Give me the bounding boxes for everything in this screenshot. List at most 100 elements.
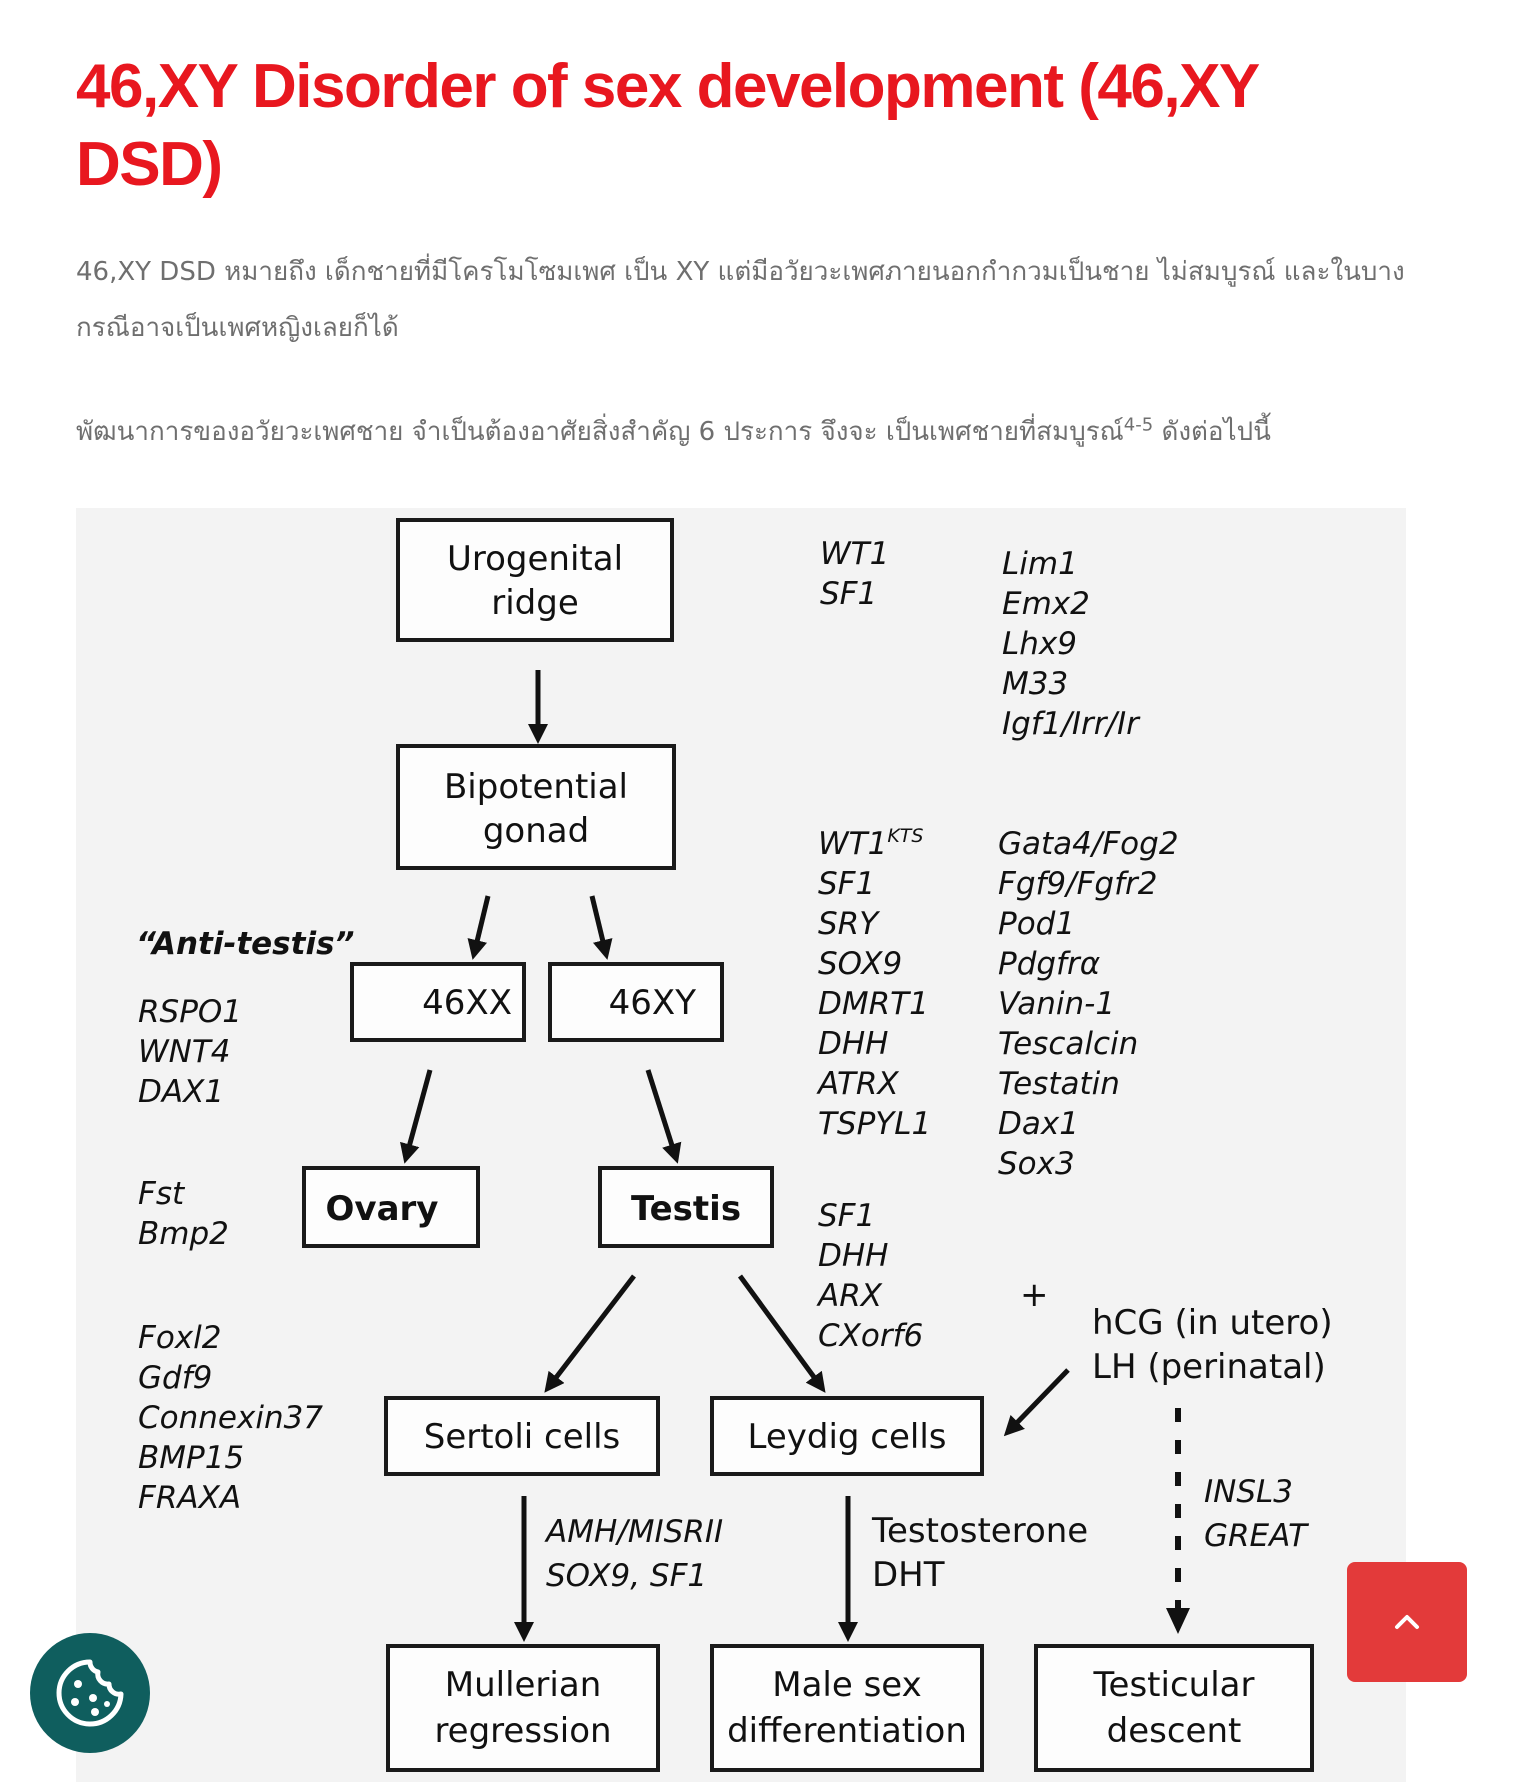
46xx-box — [350, 962, 526, 1042]
arrow-testis-to-leydig — [737, 1274, 826, 1393]
reference-superscript: 4-5 — [1123, 414, 1154, 436]
gene-bipotential-b: Gata4/Fog2 — [998, 826, 1179, 862]
arrow-46xy-to-testis — [645, 1069, 682, 1164]
gene-ovary-lower: Gdf9 — [138, 1360, 212, 1396]
gene-ridge-b: Lhx9 — [1002, 626, 1077, 662]
male-sex-differentiation-label: Male sex — [772, 1665, 922, 1705]
gene-bipotential-b: Sox3 — [998, 1146, 1075, 1182]
gene-bipotential-b: Fgf9/Fgfr2 — [998, 866, 1157, 902]
sex-development-diagram: Urogenital ridge Bipotential gonad 46XX … — [76, 508, 1406, 1782]
dashed-arrow-head — [1166, 1608, 1190, 1634]
testicular-descent-label-2: descent — [1107, 1711, 1242, 1751]
development-paragraph-tail: ดังต่อไปนี้ — [1153, 417, 1271, 447]
gene-bipotential-a: SRY — [818, 906, 880, 942]
testicular-descent-label: Testicular — [1093, 1665, 1255, 1705]
gene-ovary: Fst — [138, 1176, 186, 1212]
gene-ovary: Bmp2 — [138, 1216, 229, 1252]
gene-bipotential-b: Pdgfrα — [998, 946, 1100, 982]
gene-ridge-b: M33 — [1002, 666, 1068, 702]
mullerian-regression-box — [386, 1644, 660, 1772]
testis-box — [598, 1166, 774, 1248]
gene-ridge-b: Igf1/Irr/Ir — [1002, 706, 1141, 742]
gene-bipotential-b: Vanin-1 — [998, 986, 1115, 1022]
sertoli-cells-box — [384, 1396, 660, 1476]
gene-bipotential-a: ATRX — [816, 1066, 899, 1102]
urogenital-ridge-box — [396, 518, 674, 642]
dht-label: DHT — [872, 1555, 945, 1595]
gene-leydig-output: GREAT — [1204, 1518, 1309, 1554]
gene-bipotential-b: Testatin — [998, 1066, 1120, 1102]
arrow-testis-to-sertoli — [544, 1274, 636, 1393]
male-sex-differentiation-label-2: differentiation — [727, 1711, 967, 1751]
intro-paragraph: 46,XY DSD หมายถึง เด็กชายที่มีโครโมโซมเพ… — [76, 257, 1405, 343]
gene-anti-testis: RSPO1 — [138, 994, 242, 1030]
gene-leydig-output: INSL3 — [1204, 1474, 1293, 1510]
gene-testis: SF1 — [818, 1198, 875, 1234]
gene-ovary-lower: Connexin37 — [138, 1400, 323, 1436]
scroll-to-top-button[interactable] — [1347, 1562, 1467, 1682]
bipotential-gonad-label-2: gonad — [483, 811, 589, 851]
urogenital-ridge-label-2: ridge — [491, 583, 579, 623]
gene-ridge-b: Emx2 — [1002, 586, 1090, 622]
gene-bipotential-a: DMRT1 — [818, 986, 929, 1022]
mullerian-regression-label: Mullerian — [445, 1665, 602, 1705]
lh-label: LH (perinatal) — [1092, 1347, 1326, 1387]
46xx-label: 46XX — [422, 983, 512, 1023]
sertoli-cells-label: Sertoli cells — [424, 1417, 621, 1457]
cookie-icon — [56, 1659, 124, 1727]
gene-testis: ARX — [816, 1278, 883, 1314]
gene-kts-superscript: KTS — [887, 825, 923, 847]
testis-label: Testis — [631, 1189, 741, 1229]
gene-sertoli-output: SOX9, SF1 — [546, 1558, 707, 1594]
gene-ridge-a: SF1 — [820, 576, 877, 612]
bipotential-genes-b: Gata4/Fog2Fgf9/Fgfr2Pod1PdgfrαVanin-1Tes… — [998, 826, 1179, 1182]
46xy-label: 46XY — [609, 983, 697, 1023]
development-paragraph-text: พัฒนาการของอวัยวะเพศชาย จำเป็นต้องอาศัยส… — [76, 417, 1124, 447]
gene-ovary-lower: BMP15 — [138, 1440, 244, 1476]
urogenital-ridge-label: Urogenital — [447, 539, 623, 579]
bipotential-gonad-box — [396, 744, 676, 870]
gene-ridge-a: WT1 — [820, 536, 889, 572]
ovary-box — [302, 1166, 480, 1248]
gene-bipotential-a: TSPYL1 — [818, 1106, 931, 1142]
male-sex-differentiation-box — [710, 1644, 984, 1772]
gene-bipotential-b: Pod1 — [998, 906, 1075, 942]
development-paragraph: พัฒนาการของอวัยวะเพศชาย จำเป็นต้องอาศัยส… — [76, 404, 1456, 460]
leydig-cells-label: Leydig cells — [747, 1417, 946, 1457]
gene-testis: CXorf6 — [818, 1318, 923, 1354]
gene-ovary-lower: FRAXA — [138, 1480, 241, 1516]
arrow-gonad-to-46xx — [467, 895, 491, 960]
bipotential-gonad-label: Bipotential — [444, 767, 628, 807]
gene-testis: DHH — [818, 1238, 889, 1274]
testicular-descent-box — [1034, 1644, 1314, 1772]
arrow-46xx-to-ovary — [400, 1069, 433, 1164]
gene-anti-testis: DAX1 — [138, 1074, 224, 1110]
gene-wt1: WT1 — [818, 826, 887, 862]
gene-ridge-b: Lim1 — [1002, 546, 1078, 582]
ovary-label: Ovary — [326, 1189, 439, 1229]
gene-bipotential-a: DHH — [818, 1026, 889, 1062]
gene-bipotential-a: SOX9 — [818, 946, 902, 982]
mullerian-regression-label-2: regression — [434, 1711, 611, 1751]
anti-testis-label: “Anti-testis” — [136, 926, 355, 962]
hcg-label: hCG (in utero) — [1092, 1303, 1333, 1343]
arrow-gonad-to-46xy — [589, 895, 613, 960]
gene-bipotential-b: Tescalcin — [998, 1026, 1138, 1062]
chevron-up-icon — [1395, 1615, 1419, 1629]
testosterone-label: Testosterone — [871, 1511, 1088, 1551]
gene-anti-testis: WNT4 — [138, 1034, 231, 1070]
gene-bipotential-a: SF1 — [818, 866, 875, 902]
page-title: 46,XY Disorder of sex development (46,XY… — [76, 52, 1259, 199]
gene-wt1-kts: WT1KTS — [818, 825, 923, 862]
plus-sign: + — [1020, 1275, 1049, 1315]
46xy-box — [548, 962, 724, 1042]
cookie-settings-button[interactable] — [30, 1633, 150, 1753]
